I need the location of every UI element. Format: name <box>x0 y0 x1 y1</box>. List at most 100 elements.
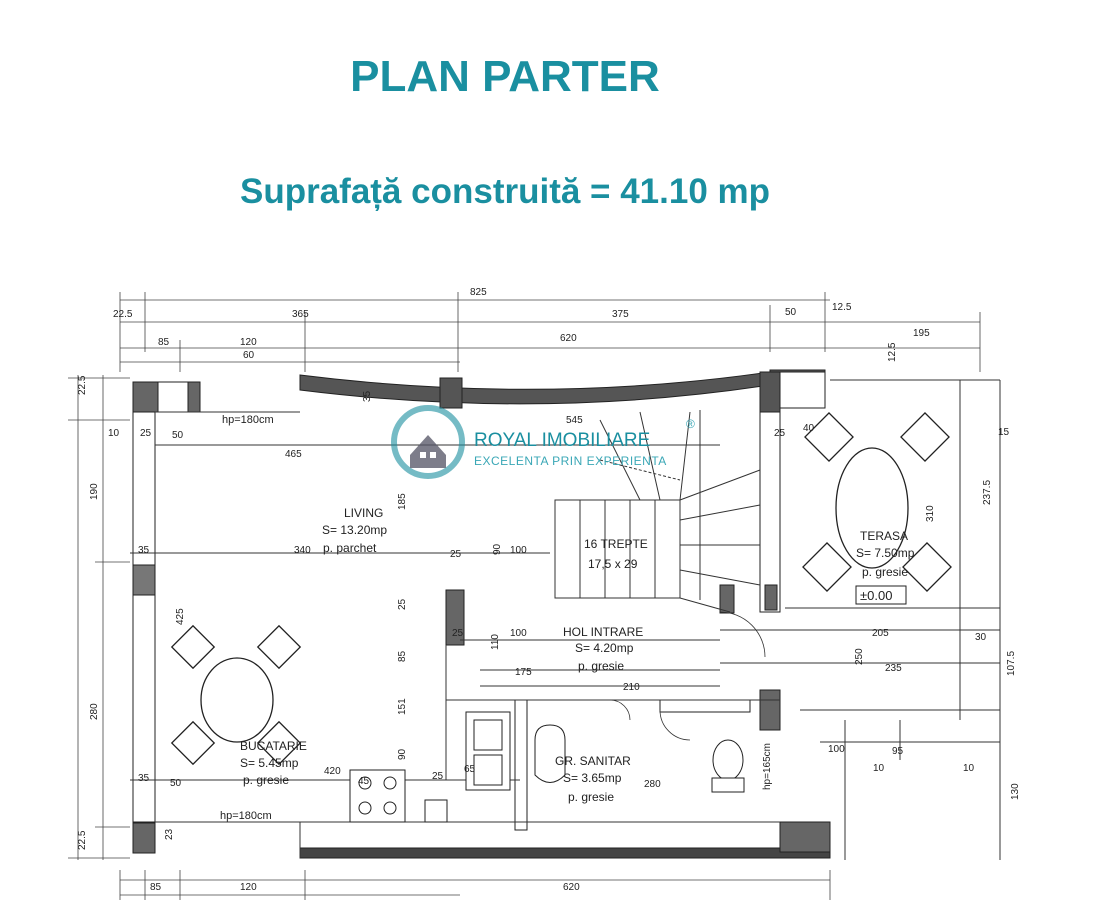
dim-12-5: 12.5 <box>832 302 852 313</box>
dim-left-22-5: 22.5 <box>77 375 88 395</box>
bathroom-fixtures <box>534 724 745 793</box>
dim-175: 175 <box>515 667 532 678</box>
dim-10-c: 10 <box>963 763 975 774</box>
dim-10-b: 10 <box>873 763 885 774</box>
dim-107-5: 107.5 <box>1006 651 1017 676</box>
hol-name: HOL INTRARE <box>563 625 643 639</box>
dim-25-stair: 25 <box>774 428 786 439</box>
dim-210: 210 <box>623 682 640 693</box>
dim-185: 185 <box>397 493 408 510</box>
dim-620-bottom: 620 <box>563 882 580 893</box>
dim-280: 280 <box>644 779 661 790</box>
dim-130: 130 <box>1010 783 1021 800</box>
terrace-dining-set <box>802 412 952 592</box>
bucatarie-name: BUCATARIE <box>240 739 307 753</box>
watermark-brand: ROYAL IMOBILIARE <box>474 430 650 451</box>
dim-35-bottom: 35 <box>138 773 150 784</box>
dim-25-d: 25 <box>432 771 444 782</box>
dim-825: 825 <box>470 287 487 298</box>
dim-545: 545 <box>566 415 583 426</box>
dim-237-5: 237.5 <box>982 480 993 505</box>
dim-10: 10 <box>108 428 120 439</box>
terasa-level: ±0.00 <box>860 588 892 603</box>
dim-110: 110 <box>490 634 501 650</box>
sanitar-area: S= 3.65mp <box>563 771 622 785</box>
dim-420: 420 <box>324 766 341 777</box>
terasa-area: S= 7.50mp <box>856 546 915 560</box>
dim-120: 120 <box>240 337 257 348</box>
stairs-name: 16 TREPTE <box>584 537 648 551</box>
dim-620: 620 <box>560 333 577 344</box>
bucatarie-area: S= 5.45mp <box>240 756 299 770</box>
dim-85-bottom: 85 <box>150 882 162 893</box>
dim-235: 235 <box>885 663 902 674</box>
hol-area: S= 4.20mp <box>575 641 634 655</box>
dim-12-5-right: 12.5 <box>887 342 898 362</box>
hol-floor: p. gresie <box>578 659 624 673</box>
dim-340: 340 <box>294 545 311 556</box>
top-dimension-lines <box>119 292 981 372</box>
dim-195: 195 <box>913 328 930 339</box>
dim-90-b: 90 <box>397 748 408 760</box>
dim-25-b: 25 <box>450 549 462 560</box>
registered-mark: ® <box>686 417 695 431</box>
dim-40: 40 <box>803 423 815 434</box>
page-title: PLAN PARTER <box>350 52 660 101</box>
exterior-walls <box>132 369 831 859</box>
dim-50-bottom: 50 <box>170 778 182 789</box>
dim-22-5: 22.5 <box>113 309 133 320</box>
living-floor: p. parchet <box>323 541 377 555</box>
dim-65: 65 <box>464 764 476 775</box>
terasa-name: TERASA <box>860 529 908 543</box>
dim-205: 205 <box>872 628 889 639</box>
dim-85-mid: 85 <box>397 650 408 662</box>
interior-lines <box>130 379 1001 860</box>
stairs-size: 17,5 x 29 <box>588 557 638 571</box>
dim-50-left: 50 <box>172 430 184 441</box>
dim-190: 190 <box>89 483 100 500</box>
dim-15: 15 <box>998 427 1010 438</box>
window-height-top: hp=180cm <box>222 414 274 426</box>
level-marker-box <box>855 585 907 605</box>
dim-35-left: 35 <box>138 545 150 556</box>
dim-25-hol: 25 <box>452 628 464 639</box>
dim-100: 100 <box>510 545 527 556</box>
living-dining-set <box>170 624 302 766</box>
sanitar-name: GR. SANITAR <box>555 754 631 768</box>
dim-280-left: 280 <box>89 703 100 720</box>
dim-60: 60 <box>243 350 255 361</box>
dim-50: 50 <box>785 307 797 318</box>
dim-100-b: 100 <box>510 628 527 639</box>
dim-365: 365 <box>292 309 309 320</box>
dim-45: 45 <box>358 776 370 787</box>
dim-25-c: 25 <box>397 598 408 610</box>
dim-95: 95 <box>892 746 904 757</box>
watermark-tagline: EXCELENTA PRIN EXPERIENTA <box>474 454 667 468</box>
living-area: S= 13.20mp <box>322 523 387 537</box>
dim-35: 35 <box>362 390 373 402</box>
staircase <box>554 411 761 613</box>
dim-30: 30 <box>975 632 987 643</box>
dim-151: 151 <box>397 698 408 715</box>
dim-425: 425 <box>175 608 186 625</box>
dim-120-bottom: 120 <box>240 882 257 893</box>
door-swings <box>609 611 766 741</box>
dim-85: 85 <box>158 337 170 348</box>
built-area-subtitle: Suprafață construită = 41.10 mp <box>239 172 771 211</box>
bottom-dimension-lines <box>119 870 831 900</box>
dim-90: 90 <box>492 543 503 555</box>
sanitar-floor: p. gresie <box>568 790 614 804</box>
window-height-bottom: hp=180cm <box>220 810 272 822</box>
dim-left-22-5b: 22.5 <box>77 830 88 850</box>
dim-465: 465 <box>285 449 302 460</box>
door-height: hp=165cm <box>762 743 773 790</box>
living-name: LIVING <box>344 506 383 520</box>
dim-25: 25 <box>140 428 152 439</box>
kitchen-appliances <box>349 711 511 823</box>
terasa-floor: p. gresie <box>862 565 908 579</box>
dim-23: 23 <box>164 828 175 840</box>
dim-310: 310 <box>925 505 936 522</box>
dim-375: 375 <box>612 309 629 320</box>
dim-100-c: 100 <box>828 744 845 755</box>
